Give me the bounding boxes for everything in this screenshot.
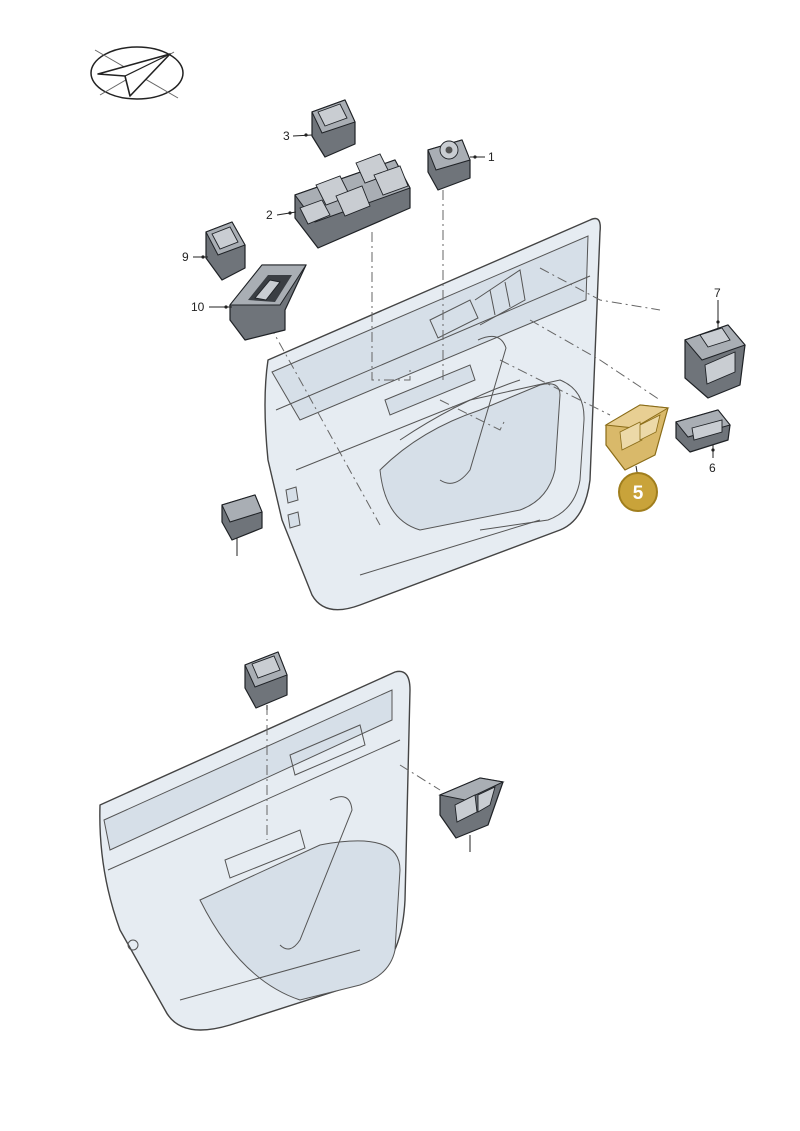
callout-2: 2 [266,208,273,222]
callout-7: 7 [714,286,721,300]
callout-5: 5 [633,483,644,504]
part-10-switch-bezel [228,264,307,341]
callout-5-badge[interactable]: 5 [618,472,658,512]
part-7-switch-cluster [684,324,746,399]
door-panel-switch [221,494,263,541]
callout-10: 10 [191,300,205,314]
callout-6: 6 [709,461,716,475]
rear-window-switch [244,651,288,709]
part-3-window-switch [311,99,356,158]
leader-lines [193,133,720,852]
callout-3: 3 [283,129,290,143]
rear-seat-switch [438,777,505,839]
part-9-switch [205,221,246,281]
part-2-window-switch-block [294,153,411,249]
rear-door-trim-panel [99,670,411,1031]
callout-1: 1 [488,150,495,164]
front-door-trim-panel [264,217,601,611]
part-6-switch [675,409,731,453]
callout-9: 9 [182,250,189,264]
part-1-mirror-switch [427,139,471,191]
part-5-seat-memory-switch [604,404,670,471]
callout-labels: 1 2 3 7 6 9 10 [182,129,721,475]
direction-of-travel-icon [90,46,184,100]
